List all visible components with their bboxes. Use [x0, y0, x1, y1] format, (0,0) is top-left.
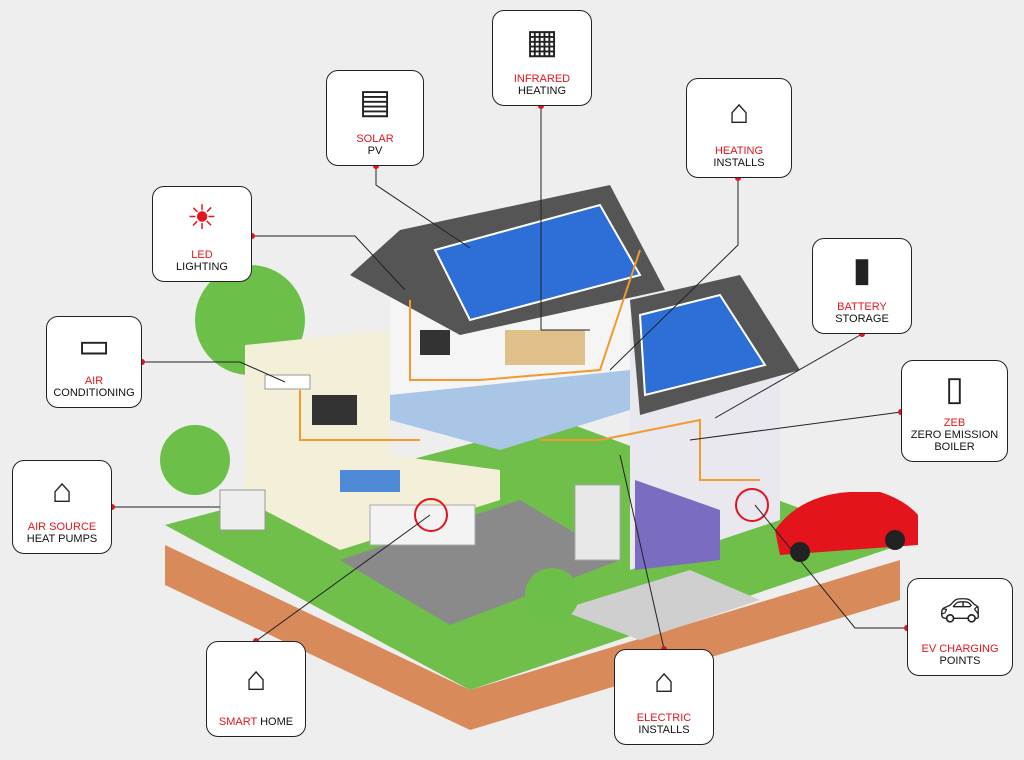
tree-left [160, 425, 230, 495]
callout-title: ZEB [943, 417, 966, 429]
callout-subtitle-2: BOILER [934, 441, 975, 453]
callout-subtitle: STORAGE [835, 313, 889, 325]
tv [312, 395, 357, 425]
air-conditioner-icon: ▭ [77, 327, 111, 365]
callout-subtitle: INSTALLS [713, 157, 765, 169]
solar-panel-icon: ▤ [358, 83, 392, 121]
callout-subtitle: POINTS [939, 655, 981, 667]
ev-charger-highlight [735, 488, 769, 522]
floor-bedroom [390, 370, 630, 450]
floor-right [635, 480, 720, 570]
callout-subtitle: LIGHTING [176, 261, 228, 273]
callout-electric-installs: ⌂ ELECTRIC INSTALLS [614, 649, 714, 745]
callout-title: AIR SOURCE [27, 521, 97, 533]
callout-title: INFRARED [513, 73, 571, 85]
callout-infrared-heating: ▦ INFRARED HEATING [492, 10, 592, 106]
monitor [420, 330, 450, 355]
house-radiator-icon: ⌂ [728, 93, 750, 131]
callout-title: EV CHARGING [921, 643, 999, 655]
callout-subtitle: HEAT PUMPS [26, 533, 98, 545]
callout-title: BATTERY [837, 301, 887, 313]
callout-subtitle: ZERO EMISSION [910, 429, 999, 441]
house-fan-icon: ⌂ [51, 472, 73, 510]
callout-zero-emission-boiler: ▯ ZEB ZERO EMISSION BOILER [901, 360, 1008, 462]
heat-pump-unit [219, 489, 266, 531]
callout-smart-home: ⌂ SMART HOME [206, 641, 306, 737]
callout-ev-charging-points: 🚗︎ EV CHARGING POINTS [907, 578, 1013, 676]
callout-title: LED [191, 249, 213, 261]
car-plug-icon: 🚗︎ [938, 592, 982, 630]
bed [505, 330, 585, 365]
house-plug-icon: ⌂ [653, 662, 675, 700]
wiring [299, 249, 760, 481]
callout-title: AIR [84, 375, 104, 387]
fridge [574, 484, 621, 561]
callout-subtitle: PV [367, 145, 383, 157]
battery-icon: ▮ [852, 251, 872, 289]
sofa [340, 470, 400, 492]
light-bulb-icon: ☀ [186, 199, 218, 237]
callout-subtitle: CONDITIONING [53, 387, 135, 399]
ground-soil [165, 545, 900, 730]
smart-home-highlight [414, 498, 448, 532]
infrared-heater-icon: ▦ [525, 23, 559, 61]
house-phone-icon: ⌂ [245, 660, 267, 698]
callout-subtitle: HOME [260, 716, 294, 728]
boiler-icon: ▯ [945, 370, 964, 408]
callout-solar-pv: ▤ SOLAR PV [326, 70, 424, 166]
callout-subtitle: HEATING [517, 85, 567, 97]
road [560, 570, 760, 640]
floor-kitchen [340, 500, 620, 625]
kitchen-counter [369, 504, 476, 546]
leader-lines [112, 106, 907, 650]
callout-battery-storage: ▮ BATTERY STORAGE [812, 238, 912, 334]
solar-panels-main [433, 203, 642, 322]
callout-title: HEATING [714, 145, 764, 157]
ac-unit [264, 374, 311, 390]
callout-air-conditioning: ▭ AIR CONDITIONING [46, 316, 142, 408]
callout-heating-installs: ⌂ HEATING INSTALLS [686, 78, 792, 178]
callout-led-lighting: ☀ LED LIGHTING [152, 186, 252, 282]
callout-air-source-heat-pumps: ⌂ AIR SOURCE HEAT PUMPS [12, 460, 112, 554]
solar-panels-right [638, 293, 767, 397]
callout-title: SMART [218, 716, 258, 728]
callout-title: ELECTRIC [636, 712, 692, 724]
tree-front [525, 568, 579, 622]
callout-subtitle: INSTALLS [638, 724, 690, 736]
callout-title: SOLAR [356, 133, 394, 145]
ev-car [775, 492, 918, 555]
